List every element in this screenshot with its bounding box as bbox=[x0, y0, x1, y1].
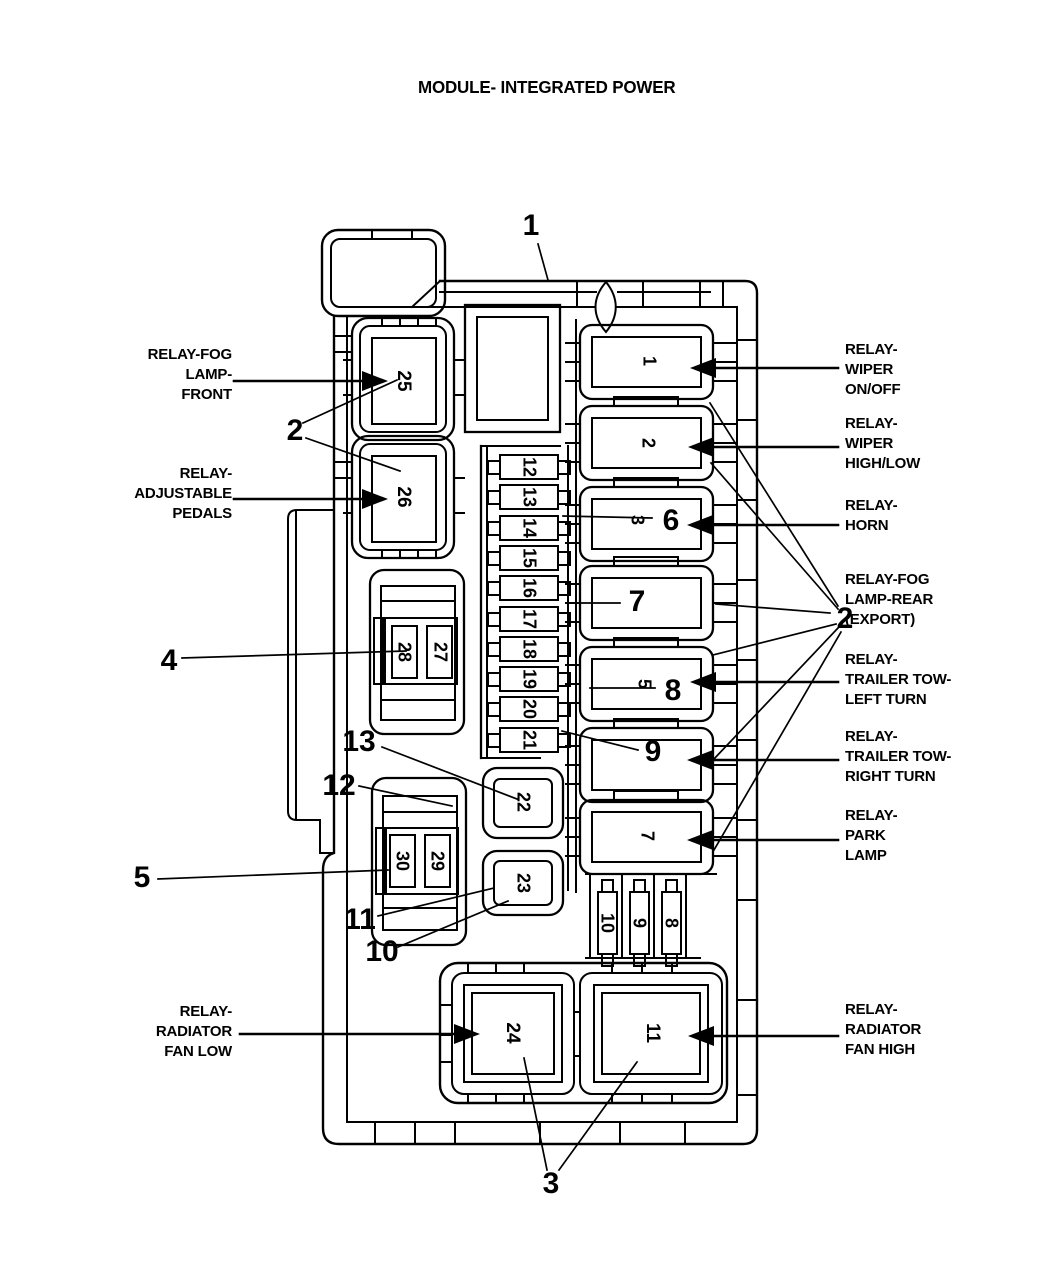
slot-number-fuse-8: 8 bbox=[661, 917, 682, 929]
relay-column bbox=[565, 323, 738, 876]
label-relay-park-lamp: RELAY- PARK LAMP bbox=[845, 807, 898, 864]
module-outline bbox=[321, 279, 759, 1146]
slot-number-fuse-15: 15 bbox=[519, 547, 540, 569]
label-relay-trailer-tow-right-turn: RELAY- TRAILER TOW- RIGHT TURN bbox=[845, 728, 952, 785]
callout-12: 12 bbox=[322, 769, 356, 802]
label-relay-trailer-tow-left-turn: RELAY- TRAILER TOW- LEFT TURN bbox=[845, 651, 952, 708]
label-arrows bbox=[232, 358, 840, 1046]
top-tab bbox=[320, 228, 447, 318]
callout-6: 6 bbox=[662, 504, 680, 537]
callout-leader-lines bbox=[157, 242, 843, 1172]
slot-number-relay-11: 11 bbox=[642, 1022, 663, 1044]
slot-number-fuse-16: 16 bbox=[519, 577, 540, 599]
slot-number-fuse-17: 17 bbox=[519, 608, 540, 630]
label-relay-wiper-on-off: RELAY- WIPER ON/OFF bbox=[845, 341, 901, 398]
slot-number-relay-5: 5 bbox=[634, 678, 655, 690]
callout-7: 7 bbox=[628, 585, 646, 618]
callout-13: 13 bbox=[342, 725, 376, 758]
callout-9: 9 bbox=[644, 735, 662, 768]
fuse-strip-12-21 bbox=[479, 319, 577, 893]
callout-10: 10 bbox=[365, 935, 399, 968]
slot-number-fuse-20: 20 bbox=[519, 698, 540, 720]
mounting-bracket bbox=[287, 509, 335, 854]
label-relay-adjustable-pedals: RELAY- ADJUSTABLE PEDALS bbox=[134, 465, 232, 522]
label-relay-horn: RELAY- HORN bbox=[845, 497, 898, 534]
page-title: MODULE- INTEGRATED POWER bbox=[418, 77, 676, 98]
slot-number-relay-2: 2 bbox=[638, 437, 659, 449]
slot-number-fuse-28: 28 bbox=[394, 641, 415, 663]
slot-number-fuse-12: 12 bbox=[519, 456, 540, 478]
slot-number-fuse-19: 19 bbox=[519, 668, 540, 690]
callout-4: 4 bbox=[160, 644, 178, 677]
callout-5: 5 bbox=[133, 861, 151, 894]
slot-number-relay-24: 24 bbox=[502, 1022, 523, 1044]
slot-number-fuse-29: 29 bbox=[427, 850, 448, 872]
label-relay-radiator-fan-low: RELAY- RADIATOR FAN LOW bbox=[155, 1003, 232, 1060]
slot-number-fuse-9: 9 bbox=[629, 917, 650, 929]
label-relay-wiper-high-low: RELAY- WIPER HIGH/LOW bbox=[845, 415, 921, 472]
square-box bbox=[463, 303, 562, 434]
callout-11: 11 bbox=[344, 903, 376, 936]
callout-1: 1 bbox=[522, 209, 540, 242]
slot-number-fuse-14: 14 bbox=[519, 517, 540, 539]
slot-number-fuse-23: 23 bbox=[513, 872, 534, 894]
slot-number-fuse-30: 30 bbox=[392, 850, 413, 872]
slot-number-fuse-22: 22 bbox=[513, 791, 534, 813]
label-relay-fog-lamp-rear-export: RELAY-FOG LAMP-REAR (EXPORT) bbox=[845, 571, 934, 628]
slot-number-relay-26: 26 bbox=[393, 486, 414, 508]
slot-number-relay-1: 1 bbox=[639, 355, 660, 367]
fuse-carrier-29-30 bbox=[370, 776, 468, 947]
slot-number-fuse-10: 10 bbox=[597, 912, 618, 934]
callout-2-right: 2 bbox=[836, 602, 854, 635]
slot-number-relay-7: 7 bbox=[637, 830, 658, 842]
callout-3: 3 bbox=[542, 1167, 560, 1200]
slot-number-fuse-21: 21 bbox=[519, 729, 540, 751]
slot-number-fuse-27: 27 bbox=[430, 641, 451, 663]
slot-number-fuse-18: 18 bbox=[519, 638, 540, 660]
slot-number-fuse-13: 13 bbox=[519, 486, 540, 508]
relay-housing-24-11 bbox=[438, 961, 729, 1105]
fuses-22-23 bbox=[481, 766, 565, 917]
fuses-8-9-10 bbox=[585, 873, 717, 967]
callout-8: 8 bbox=[664, 674, 682, 707]
slot-number-relay-25: 25 bbox=[393, 370, 414, 392]
callout-2-left: 2 bbox=[286, 414, 304, 447]
relay-slot-25-26-housing bbox=[343, 316, 465, 560]
label-relay-radiator-fan-high: RELAY- RADIATOR FAN HIGH bbox=[845, 1001, 922, 1058]
slot-number-relay-3: 3 bbox=[627, 514, 648, 526]
label-relay-fog-lamp-front: RELAY-FOG LAMP- FRONT bbox=[147, 346, 233, 403]
